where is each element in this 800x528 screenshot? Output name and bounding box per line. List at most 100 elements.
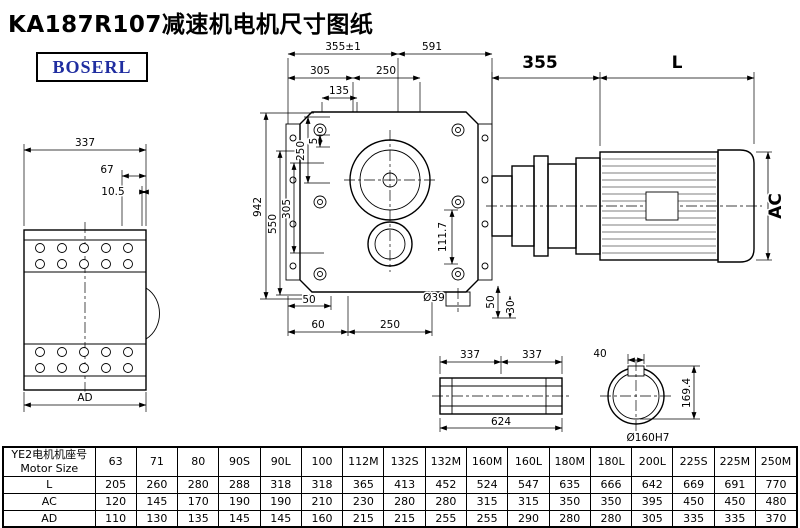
dim-value-cell: 280 bbox=[589, 509, 633, 528]
motor-size-header: 225S bbox=[672, 446, 715, 477]
dim-value-cell: 230 bbox=[342, 492, 385, 511]
motor-nameplate bbox=[645, 191, 679, 221]
dim-shaft-624: 624 bbox=[491, 416, 511, 428]
row-label: AD bbox=[2, 509, 96, 528]
front-view: 355±1 591 305 250 135 942 550 305 bbox=[251, 40, 519, 336]
motor-size-header: 132M bbox=[424, 446, 468, 477]
motor-size-header: 132S bbox=[383, 446, 426, 477]
dim-front-135: 135 bbox=[329, 85, 349, 97]
dim-front-111-7: 111.7 bbox=[437, 222, 449, 252]
dim-value-cell: 666 bbox=[589, 475, 633, 494]
row-label: L bbox=[2, 475, 96, 494]
motor-size-header: 112M bbox=[342, 446, 385, 477]
dim-value-cell: 547 bbox=[507, 475, 550, 494]
shaft-detail-view: 337 337 624 bbox=[432, 348, 570, 432]
dim-value-cell: 210 bbox=[300, 492, 344, 511]
dim-asm-ac: AC bbox=[766, 193, 786, 219]
row-label: AC bbox=[2, 492, 96, 511]
dim-side-67: 67 bbox=[100, 164, 113, 176]
motor-size-header: 160L bbox=[507, 446, 550, 477]
dim-bore-40: 40 bbox=[593, 348, 606, 360]
dim-value-cell: 450 bbox=[672, 492, 715, 511]
dim-value-cell: 160 bbox=[300, 509, 344, 528]
brand-logo-text: BOSERL bbox=[52, 56, 132, 77]
dim-value-cell: 370 bbox=[755, 509, 798, 528]
dim-value-cell: 255 bbox=[466, 509, 509, 528]
bore-end-view: 40 169.4 Ø160H7 bbox=[592, 347, 700, 446]
dim-front-942: 942 bbox=[252, 197, 264, 217]
dim-value-cell: 170 bbox=[177, 492, 220, 511]
motor-size-header: 90L bbox=[259, 446, 302, 477]
dim-front-5: 5 bbox=[308, 138, 320, 145]
dim-front-dia39: Ø39 bbox=[423, 292, 445, 304]
dim-value-cell: 145 bbox=[218, 509, 261, 528]
dim-value-cell: 290 bbox=[507, 509, 550, 528]
motor-size-header: 180M bbox=[548, 446, 591, 477]
dim-value-cell: 215 bbox=[342, 509, 385, 528]
page-title: KA187R107减速机电机尺寸图纸 bbox=[8, 12, 374, 38]
brand-logo: BOSERL bbox=[36, 52, 148, 82]
dim-bore-dia: Ø160H7 bbox=[627, 432, 670, 444]
dim-front-591: 591 bbox=[422, 41, 442, 53]
dim-value-cell: 130 bbox=[135, 509, 179, 528]
motor-size-header: 250M bbox=[755, 446, 798, 477]
dim-value-cell: 335 bbox=[672, 509, 715, 528]
dim-value-cell: 280 bbox=[548, 509, 591, 528]
corner-line-cn: YE2电机机座号 bbox=[11, 448, 88, 461]
motor-size-header: 90S bbox=[218, 446, 261, 477]
dim-value-cell: 669 bbox=[672, 475, 715, 494]
dim-side-width: 337 bbox=[75, 137, 95, 149]
dim-value-cell: 145 bbox=[135, 492, 179, 511]
dim-asm-l: L bbox=[672, 53, 683, 73]
dim-value-cell: 190 bbox=[218, 492, 261, 511]
dim-value-cell: 280 bbox=[177, 475, 220, 494]
motor-size-header: 200L bbox=[631, 446, 674, 477]
dim-value-cell: 318 bbox=[259, 475, 302, 494]
dim-value-cell: 770 bbox=[755, 475, 798, 494]
dim-shaft-337-a: 337 bbox=[460, 349, 480, 361]
dim-value-cell: 205 bbox=[94, 475, 137, 494]
dim-side-10-5: 10.5 bbox=[101, 186, 124, 198]
dim-value-cell: 335 bbox=[713, 509, 757, 528]
dim-front-305-v: 305 bbox=[281, 199, 293, 219]
dim-front-50-b: 50 bbox=[302, 294, 315, 306]
dim-value-cell: 145 bbox=[259, 509, 302, 528]
dim-value-cell: 110 bbox=[94, 509, 137, 528]
motor-size-header: 71 bbox=[135, 446, 179, 477]
dim-value-cell: 642 bbox=[631, 475, 674, 494]
dim-value-cell: 413 bbox=[383, 475, 426, 494]
dim-front-50-r: 50 bbox=[485, 295, 497, 308]
dim-value-cell: 135 bbox=[177, 509, 220, 528]
dim-front-355: 355±1 bbox=[325, 41, 361, 53]
dim-front-250-h: 250 bbox=[376, 65, 396, 77]
dim-value-cell: 450 bbox=[713, 492, 757, 511]
dim-value-cell: 280 bbox=[383, 492, 426, 511]
motor-size-header: 160M bbox=[466, 446, 509, 477]
dim-value-cell: 691 bbox=[713, 475, 757, 494]
dim-value-cell: 480 bbox=[755, 492, 798, 511]
dim-bore-169-4: 169.4 bbox=[681, 378, 693, 408]
bolt-holes bbox=[35, 243, 133, 373]
dim-value-cell: 305 bbox=[631, 509, 674, 528]
dim-value-cell: 350 bbox=[589, 492, 633, 511]
dim-value-cell: 395 bbox=[631, 492, 674, 511]
dim-front-60: 60 bbox=[311, 319, 324, 331]
dim-value-cell: 120 bbox=[94, 492, 137, 511]
left-side-view: 337 67 10.5 AD bbox=[23, 136, 160, 412]
dim-asm-355: 355 bbox=[522, 53, 558, 73]
dim-value-cell: 318 bbox=[300, 475, 344, 494]
dim-value-cell: 635 bbox=[548, 475, 591, 494]
technical-drawing: 337 67 10.5 AD bbox=[23, 40, 788, 446]
motor-size-header: 180L bbox=[589, 446, 633, 477]
dim-value-cell: 315 bbox=[466, 492, 509, 511]
dim-value-cell: 255 bbox=[424, 509, 468, 528]
dim-value-cell: 524 bbox=[466, 475, 509, 494]
dim-value-cell: 288 bbox=[218, 475, 261, 494]
